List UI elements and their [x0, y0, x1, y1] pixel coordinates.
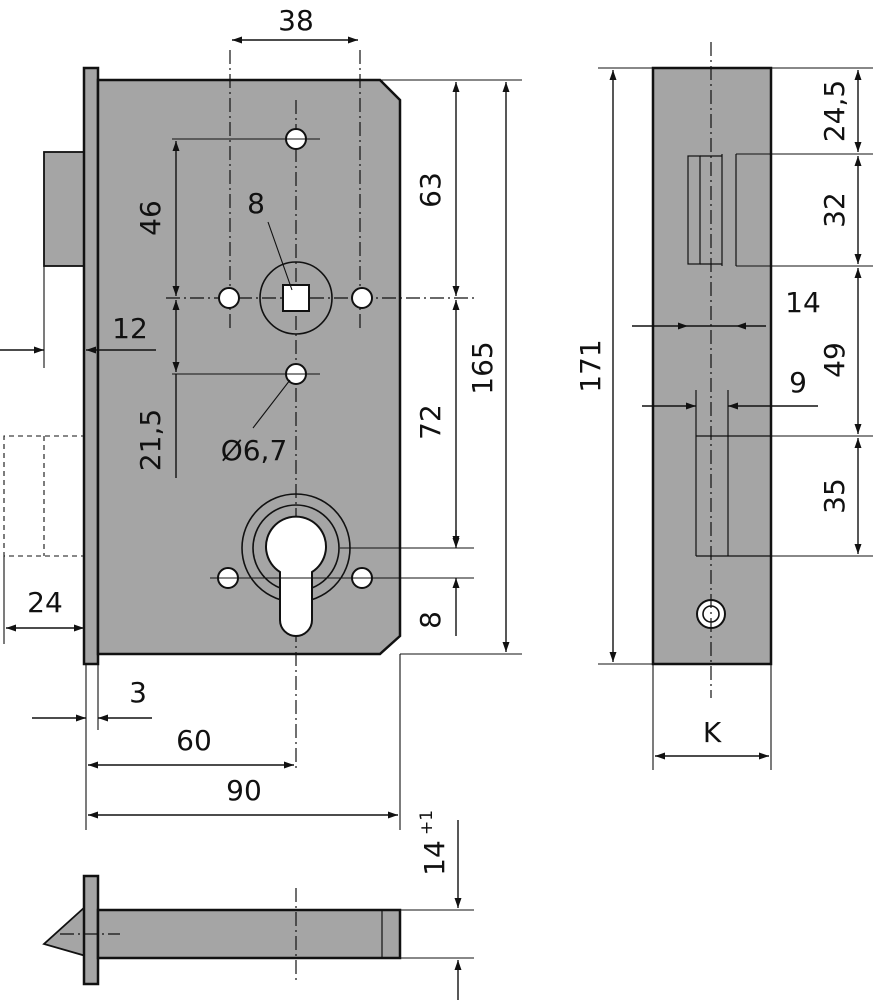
side-view: 171 24,5 32 49 35 14 9 K: [574, 42, 873, 770]
dim-3: 3: [129, 676, 147, 709]
dim-8-cylinder: 8: [414, 611, 447, 629]
bolt-bottom: [42, 903, 87, 958]
dim-38: 38: [278, 4, 314, 37]
dim-24-5: 24,5: [818, 80, 851, 142]
dim-24: 24: [27, 586, 63, 619]
front-view: 38 46 8 12 21,5 Ø6,7 24 3 60 90 63 72 8 …: [0, 4, 522, 830]
follower-rosette: [259, 261, 333, 335]
dim-9: 9: [789, 366, 807, 399]
square-follower: [282, 284, 310, 312]
dim-14-bottom: 14: [418, 840, 451, 876]
fixing-hole-right: [351, 287, 373, 309]
fixing-hole-left: [218, 287, 240, 309]
dim-63: 63: [414, 172, 447, 208]
dim-diameter: Ø6,7: [221, 434, 288, 467]
lock-case: [96, 78, 402, 656]
dim-90: 90: [226, 774, 262, 807]
case-bottom: [96, 908, 402, 960]
dim-tolerance: +1: [417, 810, 437, 835]
dim-171: 171: [574, 339, 607, 392]
dim-k: K: [703, 716, 722, 749]
dim-46: 46: [134, 200, 167, 236]
dim-49: 49: [818, 342, 851, 378]
forend-plate: [82, 66, 100, 666]
latch-outline: [3, 435, 86, 557]
dim-60: 60: [176, 724, 212, 757]
dim-14: 14: [785, 286, 821, 319]
dim-21-5: 21,5: [134, 409, 167, 471]
dim-32: 32: [818, 192, 851, 228]
forend-face: [651, 66, 773, 666]
dim-8-square: 8: [247, 187, 265, 220]
dim-35: 35: [818, 478, 851, 514]
profile-cylinder-hole: [265, 515, 327, 637]
dim-72: 72: [414, 404, 447, 440]
bottom-view: 14 +1: [42, 810, 474, 1000]
dim-12: 12: [112, 312, 148, 345]
dim-165: 165: [466, 341, 499, 394]
bolt: [43, 151, 87, 267]
forend-bottom: [82, 874, 100, 986]
